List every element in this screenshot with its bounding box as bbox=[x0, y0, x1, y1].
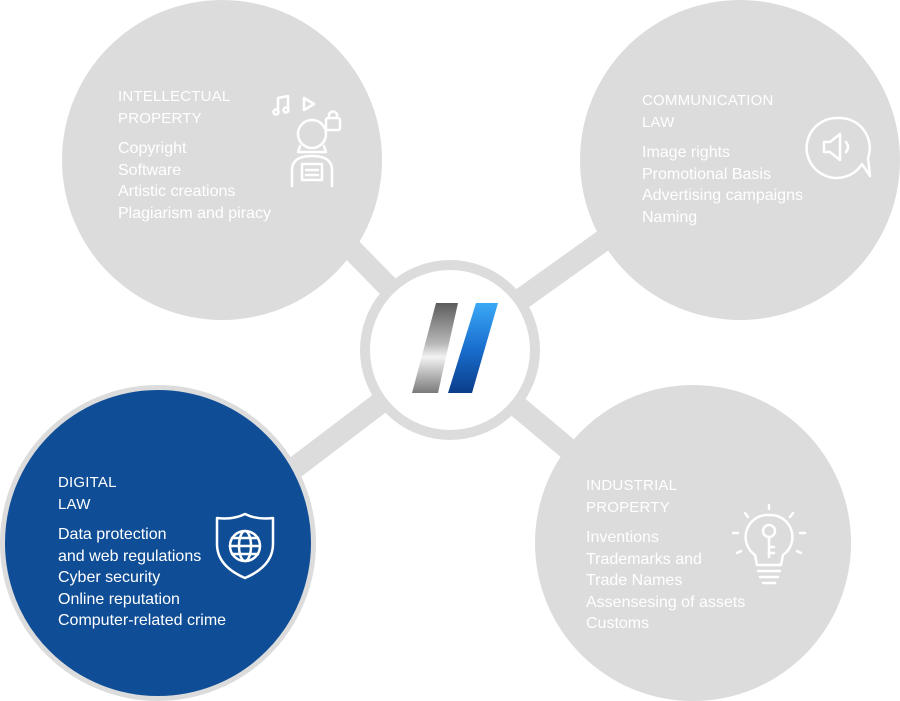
list-item: and web regulations bbox=[58, 547, 202, 565]
node-communication-law[interactable]: COMMUNICATION LAW Image rights Promotion… bbox=[580, 0, 900, 320]
node-digital-law[interactable]: DIGITAL LAW Data protection and web regu… bbox=[0, 385, 316, 701]
list-item: Advertising campaigns bbox=[642, 187, 803, 204]
node-item-list: Image rights Promotional Basis Advertisi… bbox=[642, 142, 803, 228]
node-title-line1: INTELLECTUAL bbox=[118, 88, 231, 105]
node-title-line1: DIGITAL bbox=[58, 474, 117, 491]
list-item: Plagiarism and piracy bbox=[118, 204, 271, 222]
list-item: Artistic creations bbox=[118, 183, 236, 200]
list-item: Computer-related crime bbox=[58, 612, 227, 629]
list-item: Copyright bbox=[118, 140, 187, 157]
node-industrial-property[interactable]: INDUSTRIAL PROPERTY Inventions Trademark… bbox=[535, 385, 851, 701]
center-logo-icon bbox=[412, 303, 498, 393]
node-intellectual-property[interactable]: INTELLECTUAL PROPERTY Copyright Software… bbox=[62, 0, 382, 320]
list-item: Image rights bbox=[642, 144, 731, 161]
list-item: Trademarks and bbox=[586, 550, 702, 568]
list-item: Data protection bbox=[58, 526, 167, 543]
node-item-list: Inventions Trademarks and Trade Names As… bbox=[586, 527, 745, 635]
node-item-list: Data protection and web regulations Cybe… bbox=[58, 524, 226, 632]
list-item: Assensesing of assets bbox=[586, 593, 746, 611]
list-item: Promotional Basis bbox=[642, 165, 771, 183]
node-title-line2: LAW bbox=[642, 114, 675, 131]
globe-shield-icon bbox=[215, 512, 275, 580]
node-item-list: Copyright Software Artistic creations Pl… bbox=[118, 138, 271, 224]
list-item: Naming bbox=[642, 208, 698, 226]
list-item: Inventions bbox=[586, 529, 659, 546]
center-hub bbox=[360, 260, 540, 440]
node-title-line2: LAW bbox=[58, 496, 91, 513]
speaker-bubble-icon bbox=[805, 116, 872, 180]
list-item: Trade Names bbox=[586, 572, 683, 589]
node-title-line2: PROPERTY bbox=[118, 110, 202, 127]
list-item: Software bbox=[118, 161, 182, 179]
list-item: Cyber security bbox=[58, 569, 161, 586]
lightbulb-key-icon bbox=[731, 503, 807, 585]
list-item: Online reputation bbox=[58, 590, 180, 608]
list-item: Customs bbox=[586, 615, 650, 632]
creator-person-icon bbox=[272, 94, 342, 188]
node-title-line2: PROPERTY bbox=[586, 499, 670, 516]
node-title-line1: COMMUNICATION bbox=[642, 92, 774, 109]
node-title-line1: INDUSTRIAL bbox=[586, 477, 678, 494]
